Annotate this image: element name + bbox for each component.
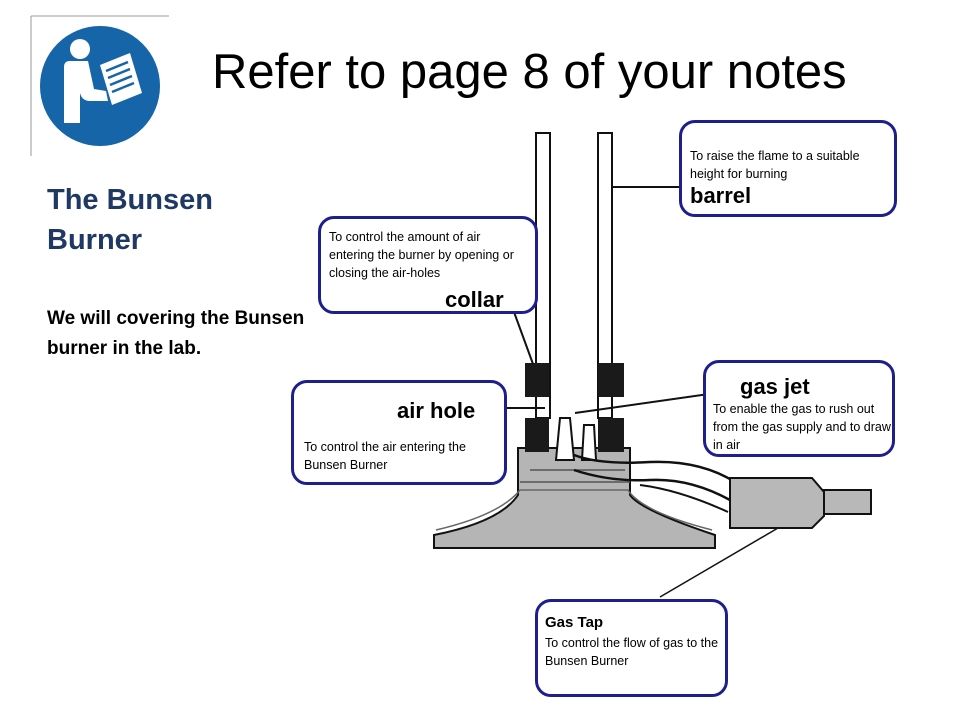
gas-tap-nozzle — [823, 489, 872, 515]
air-hole-label: air hole — [397, 398, 476, 423]
callout-collar: To control the amount of air entering th… — [318, 216, 538, 314]
gas-jet-label: gas jet — [740, 374, 810, 399]
burner-base — [433, 447, 716, 549]
collar-label: collar — [445, 287, 504, 312]
air-hole-band-left — [525, 418, 549, 452]
callout-gas-tap: Gas Tap To control the flow of gas to th… — [535, 599, 728, 697]
gas-tap-label: Gas Tap — [545, 614, 604, 631]
collar-band-right — [598, 363, 624, 397]
gas-jet-nozzle — [554, 417, 576, 461]
collar-band-left — [525, 363, 549, 397]
barrel-label: barrel — [690, 183, 752, 208]
page-title: Refer to page 8 of your notes — [212, 45, 847, 99]
air-hole-description: To control the air entering the Bunsen B… — [304, 440, 466, 472]
collar-description: To control the amount of air entering th… — [329, 230, 514, 280]
gas-tap-body — [729, 477, 825, 529]
gas-tap-description: To control the flow of gas to the Bunsen… — [545, 636, 719, 668]
slide-subtitle: The Bunsen Burner — [47, 184, 213, 256]
barrel-description: To raise the flame to a suitable height … — [690, 149, 860, 181]
gas-jet-description: To enable the gas to rush out from the g… — [713, 402, 891, 452]
callout-air-hole: air hole To control the air entering the… — [291, 380, 507, 485]
air-hole-band-right — [598, 418, 624, 452]
body-text: We will covering the Bunsen burner in th… — [47, 308, 305, 359]
read-manual-sign — [30, 15, 170, 157]
callout-gas-jet: gas jet To enable the gas to rush out fr… — [703, 360, 895, 457]
callout-barrel: To raise the flame to a suitable height … — [679, 120, 897, 217]
